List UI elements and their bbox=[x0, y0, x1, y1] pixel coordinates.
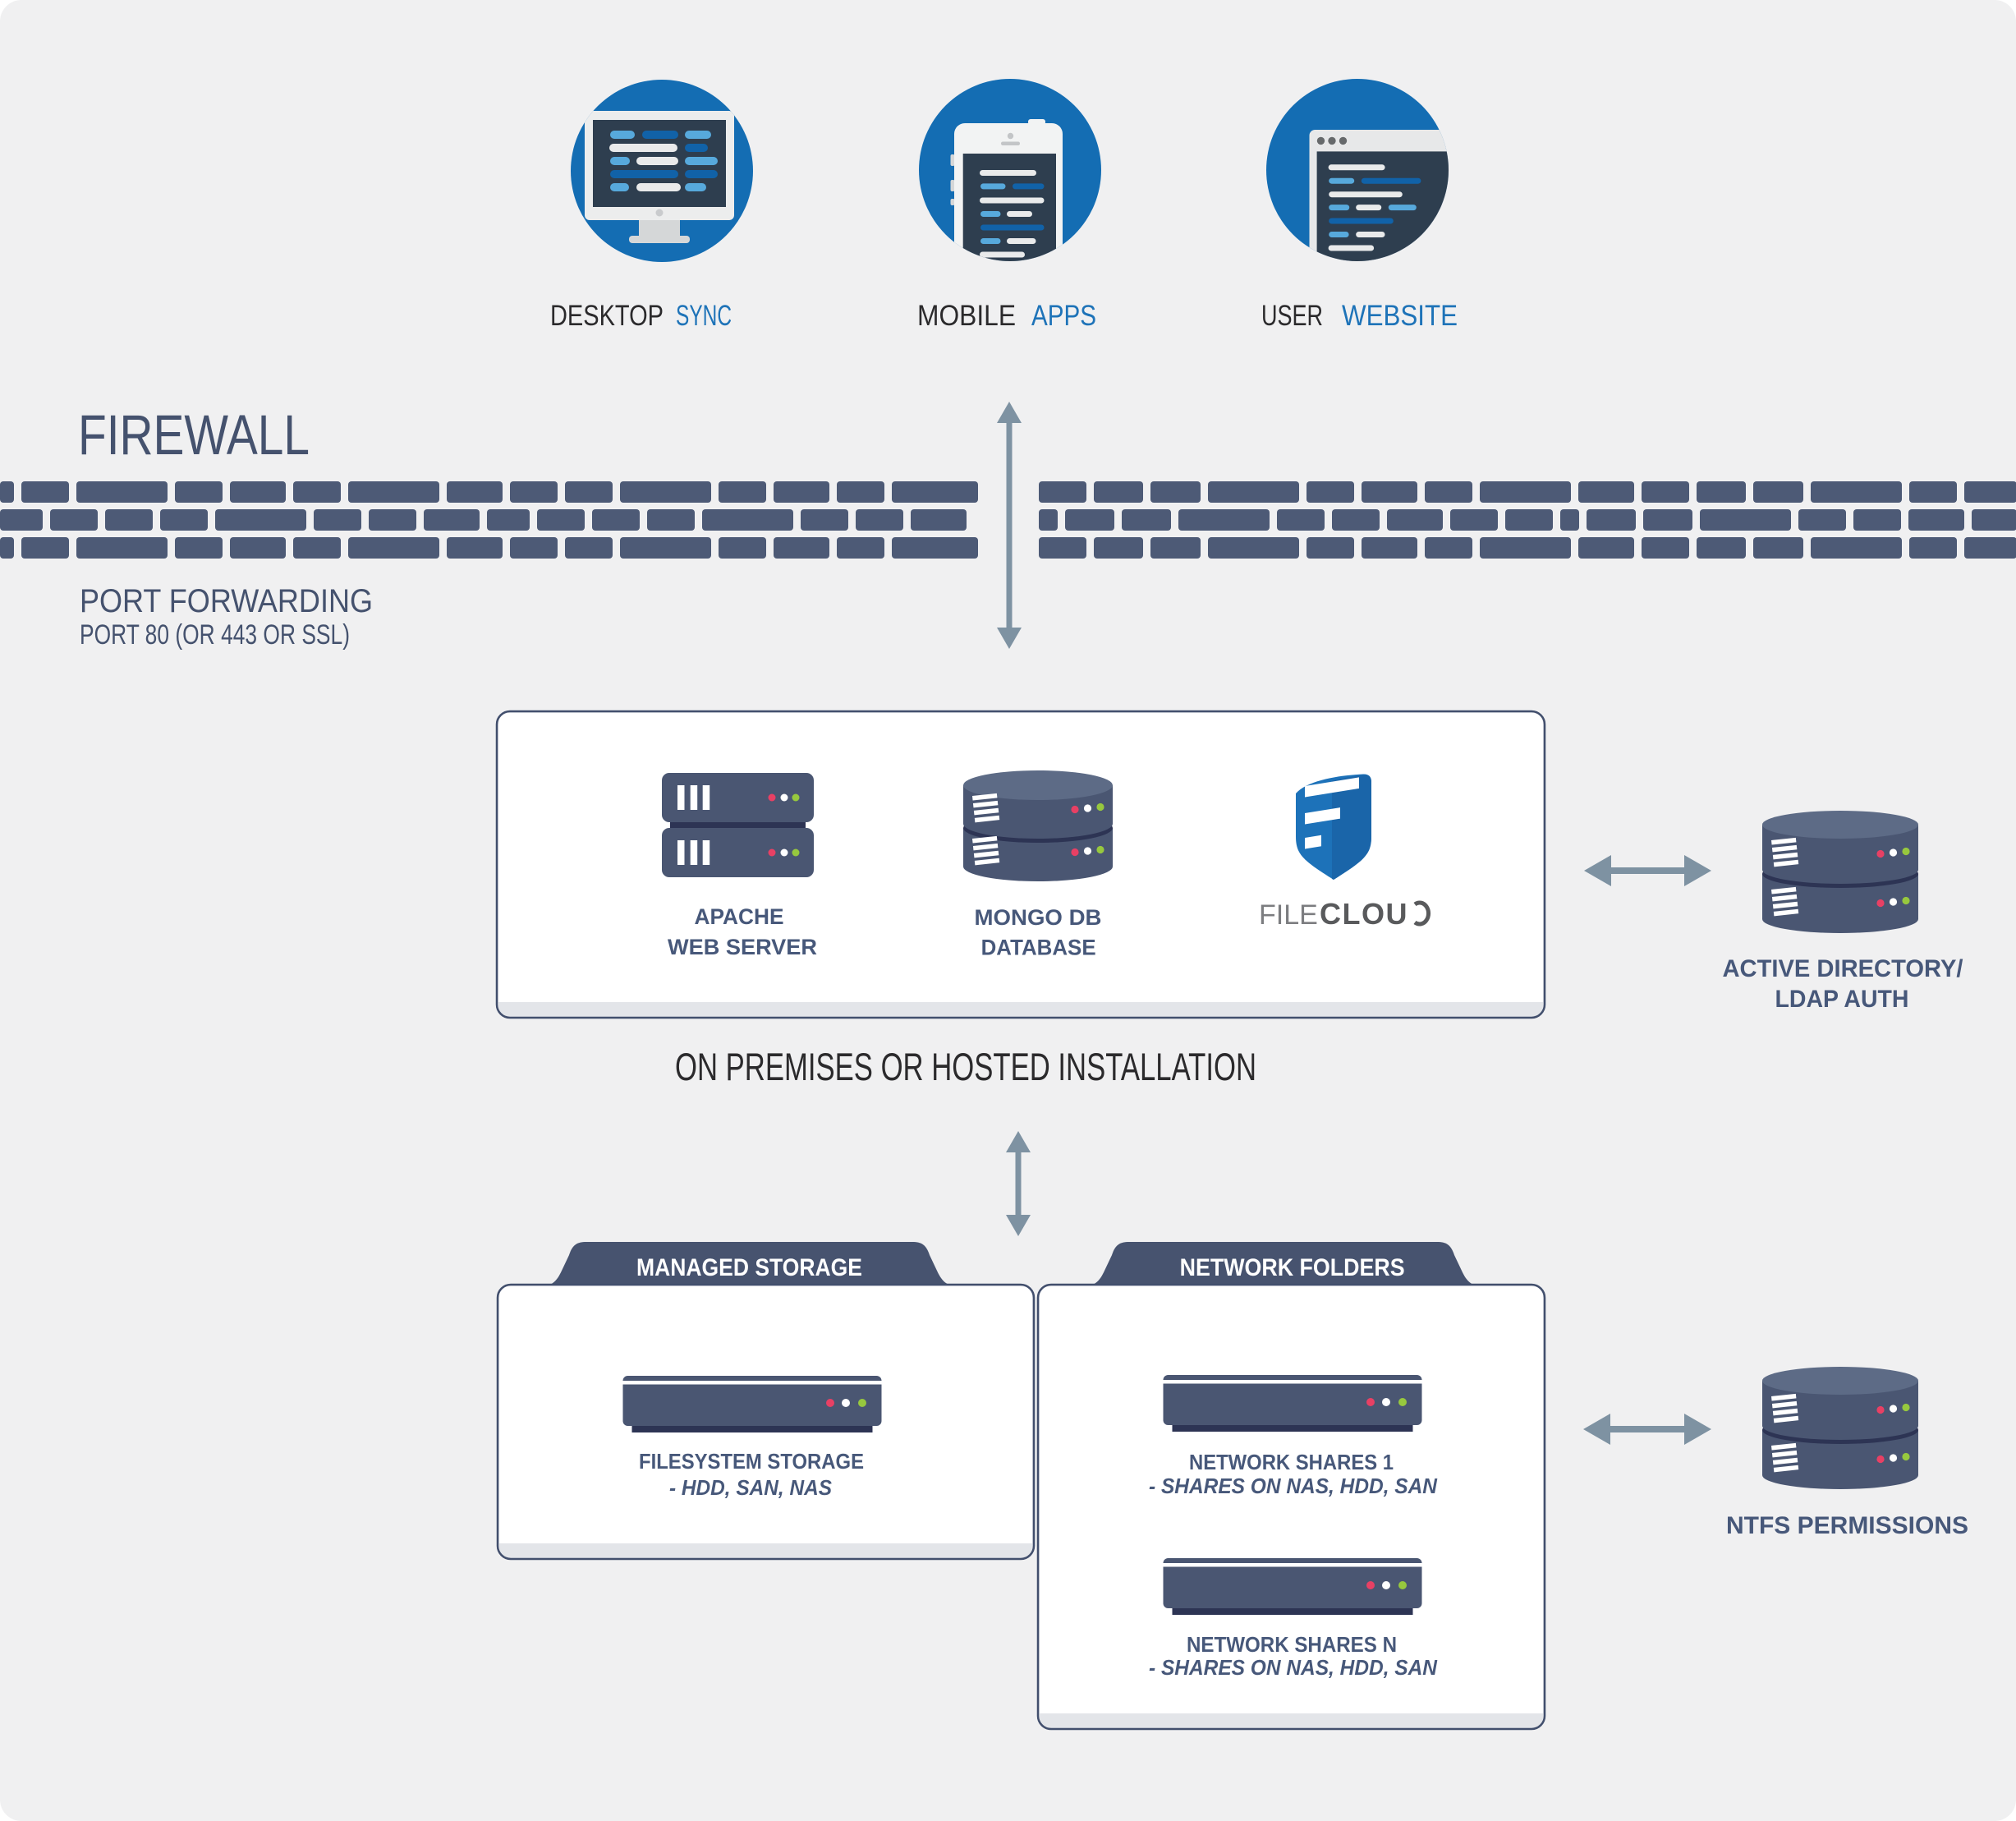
svg-text:FIREWALL: FIREWALL bbox=[78, 403, 310, 467]
svg-text:- HDD, SAN, NAS: - HDD, SAN, NAS bbox=[669, 1475, 833, 1500]
svg-text:WEBSITE: WEBSITE bbox=[1342, 300, 1458, 332]
svg-text:FILESYSTEM STORAGE: FILESYSTEM STORAGE bbox=[639, 1449, 864, 1474]
svg-text:FILE: FILE bbox=[1259, 899, 1318, 931]
svg-text:- SHARES ON NAS, HDD, SAN: - SHARES ON NAS, HDD, SAN bbox=[1149, 1474, 1438, 1498]
svg-text:ON PREMISES OR HOSTED INSTALLA: ON PREMISES OR HOSTED INSTALLATION bbox=[675, 1045, 1256, 1088]
svg-text:DATABASE: DATABASE bbox=[981, 936, 1096, 960]
svg-text:WEB SERVER: WEB SERVER bbox=[668, 935, 817, 959]
svg-text:MOBILE: MOBILE bbox=[917, 300, 1016, 332]
svg-text:APPS: APPS bbox=[1031, 300, 1096, 332]
svg-text:ACTIVE DIRECTORY/: ACTIVE DIRECTORY/ bbox=[1723, 955, 1964, 982]
svg-text:NETWORK SHARES N: NETWORK SHARES N bbox=[1187, 1632, 1397, 1657]
svg-text:PORT 80 (OR 443 OR SSL): PORT 80 (OR 443 OR SSL) bbox=[80, 619, 350, 651]
svg-text:USER: USER bbox=[1261, 300, 1323, 332]
svg-text:APACHE: APACHE bbox=[695, 904, 784, 929]
svg-text:MONGO DB: MONGO DB bbox=[975, 905, 1102, 930]
svg-text:DESKTOP: DESKTOP bbox=[550, 300, 664, 332]
svg-text:PORT FORWARDING: PORT FORWARDING bbox=[80, 583, 373, 619]
svg-text:CLOU: CLOU bbox=[1320, 897, 1408, 931]
svg-text:NETWORK FOLDERS: NETWORK FOLDERS bbox=[1180, 1254, 1405, 1281]
svg-text:NTFS PERMISSIONS: NTFS PERMISSIONS bbox=[1726, 1512, 1968, 1539]
svg-text:LDAP AUTH: LDAP AUTH bbox=[1775, 986, 1909, 1013]
svg-text:NETWORK SHARES 1: NETWORK SHARES 1 bbox=[1189, 1450, 1394, 1474]
svg-text:- SHARES ON NAS, HDD, SAN: - SHARES ON NAS, HDD, SAN bbox=[1149, 1655, 1438, 1680]
svg-text:SYNC: SYNC bbox=[676, 300, 732, 332]
svg-text:MANAGED STORAGE: MANAGED STORAGE bbox=[636, 1254, 862, 1281]
